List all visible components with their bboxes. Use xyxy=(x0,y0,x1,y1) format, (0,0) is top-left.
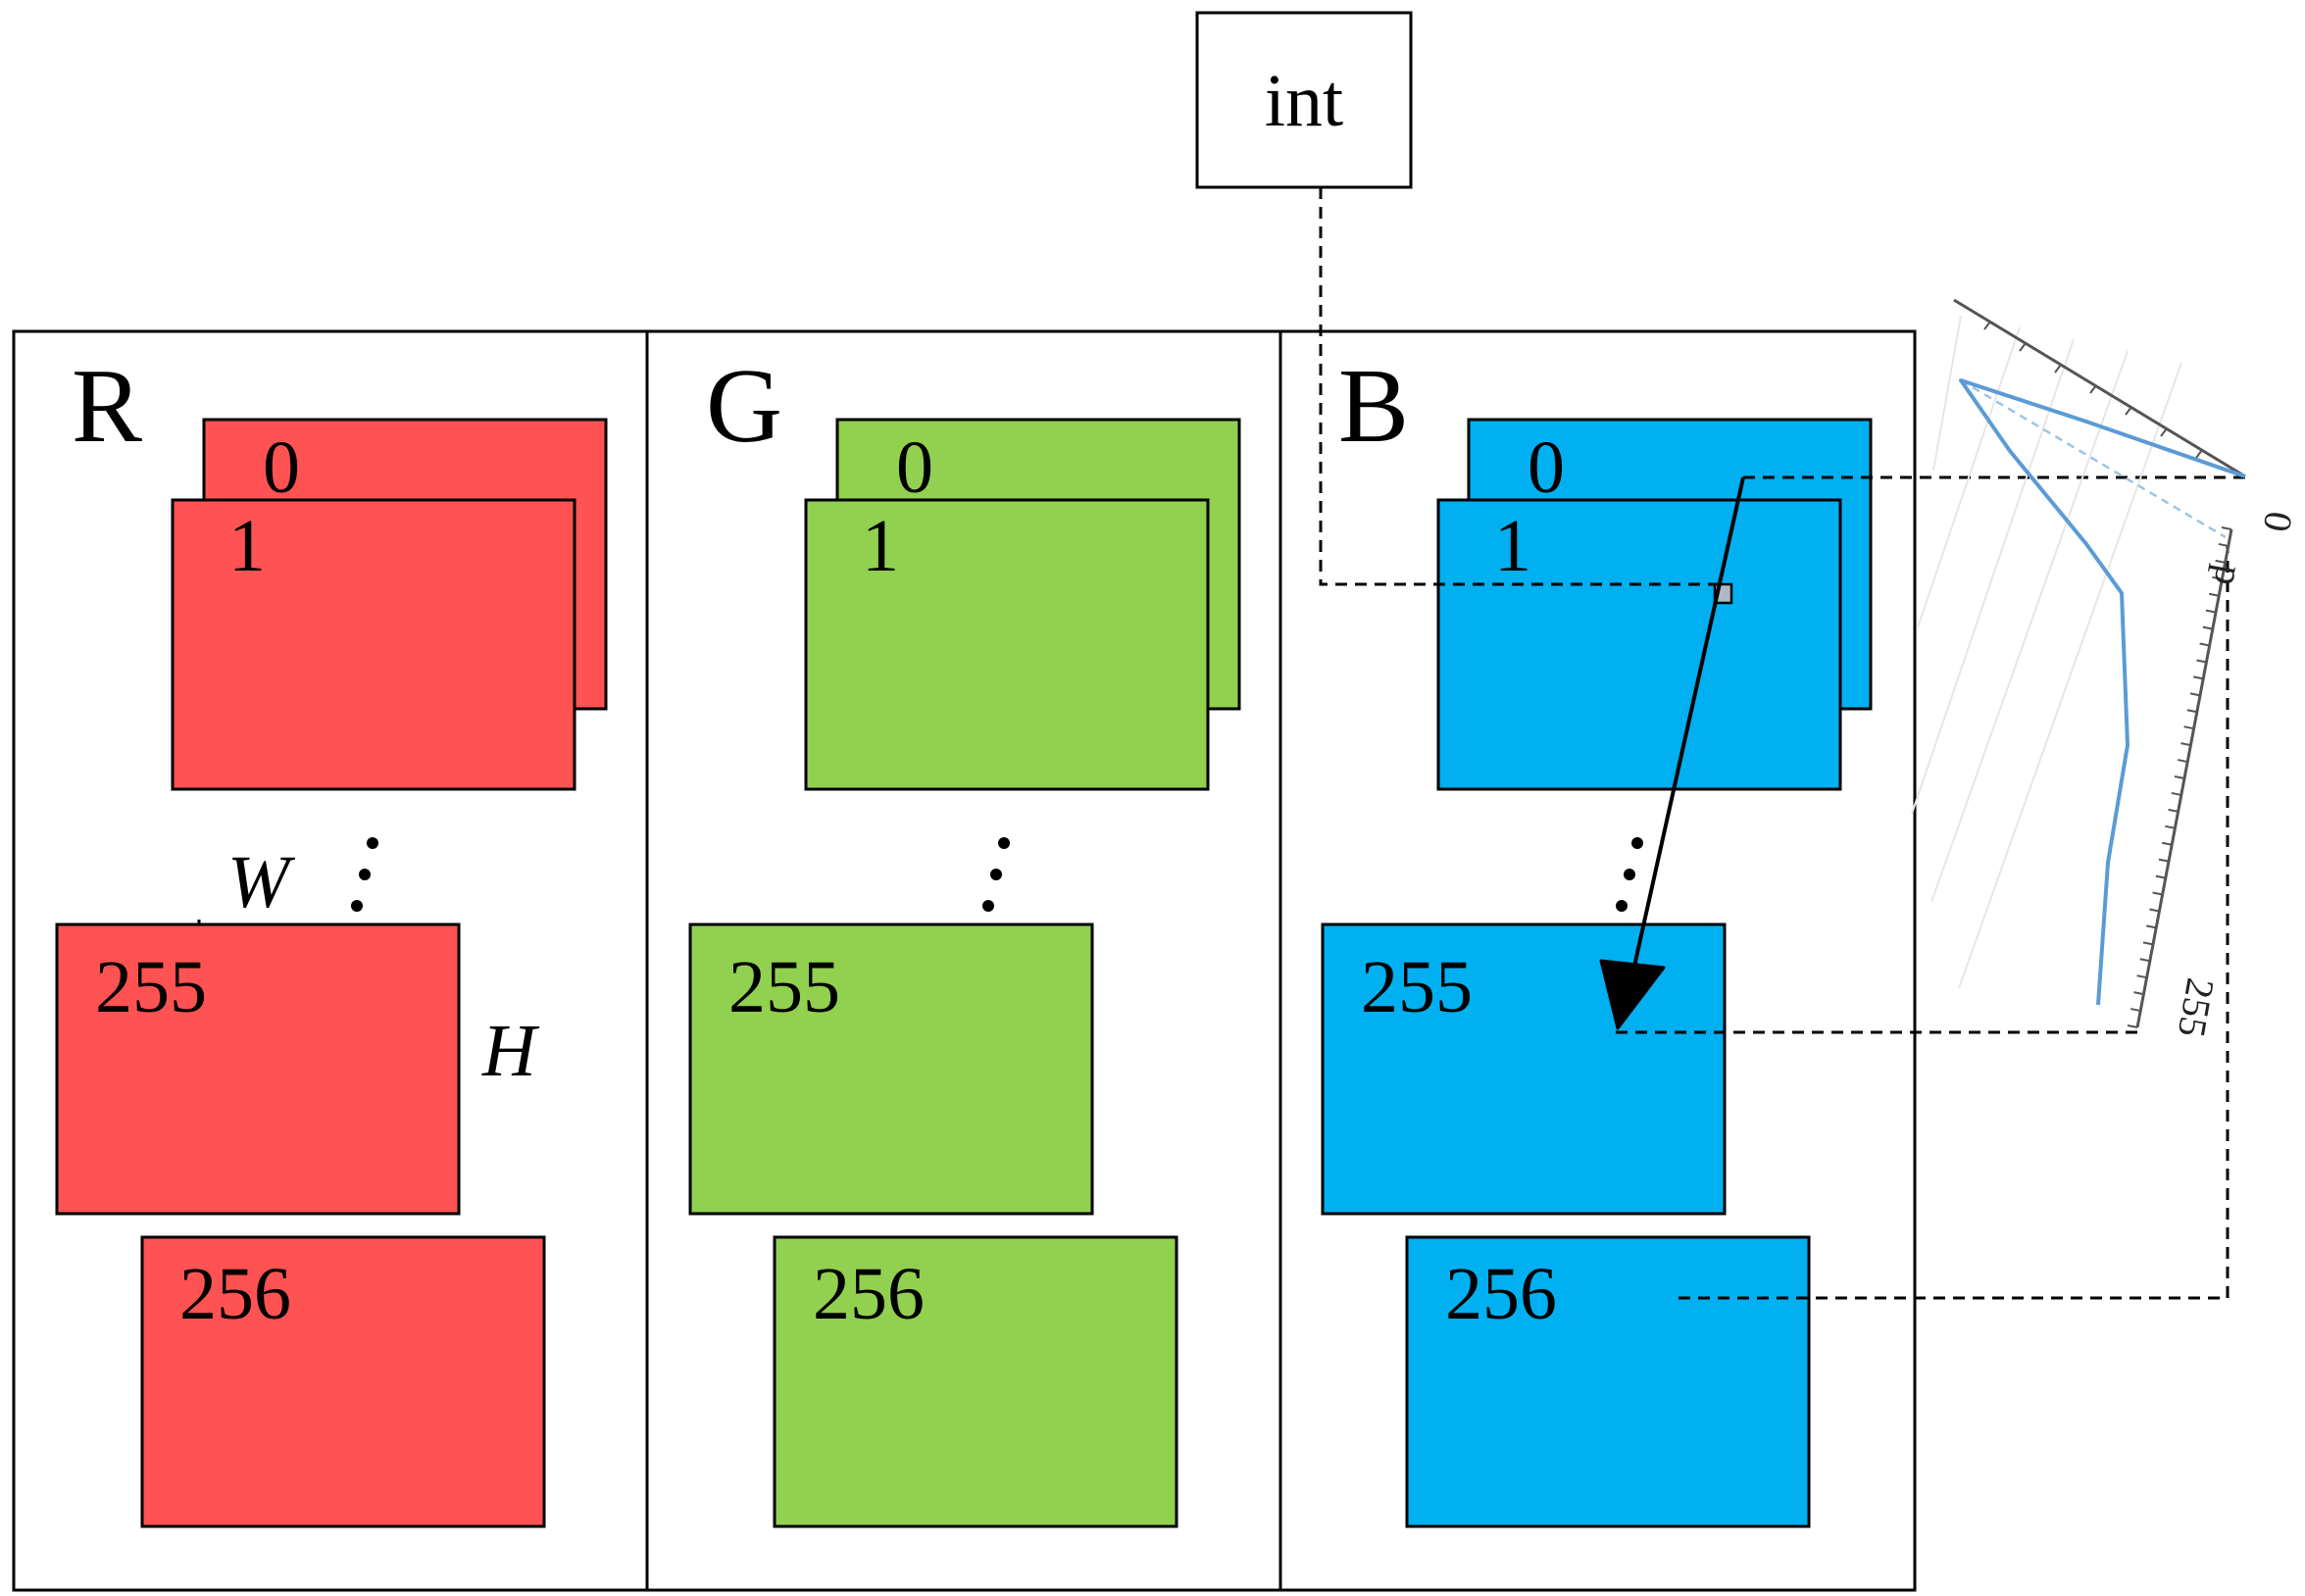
mini-plot-side-tick xyxy=(2193,675,2204,680)
layer-g-1 xyxy=(804,498,1210,791)
mini-plot-side-tick xyxy=(2171,791,2181,796)
layer-b-256 xyxy=(1405,1235,1811,1528)
layer-r-255-label: 255 xyxy=(95,946,207,1028)
mini-plot-side-tick xyxy=(2178,759,2188,764)
lookup-arrow xyxy=(1599,476,1745,1030)
layer-b-255-label: 255 xyxy=(1361,946,1473,1028)
mini-plot: 0 255 p xyxy=(1911,298,2302,1040)
mini-plot-label-p: p xyxy=(2206,562,2253,589)
connector-int-to-pixel xyxy=(1319,187,1723,586)
mini-plot-side-tick xyxy=(2130,1008,2141,1013)
layer-g-1-label: 1 xyxy=(862,505,899,587)
mini-plot-grid xyxy=(1911,315,2182,989)
mini-plot-side-tick xyxy=(2142,941,2154,946)
layer-r-256-label: 256 xyxy=(179,1253,291,1335)
layer-g-255-label: 255 xyxy=(728,946,840,1028)
layer-g-256 xyxy=(773,1235,1178,1528)
layer-g-256-label: 256 xyxy=(813,1253,925,1335)
int-label: int xyxy=(1265,60,1343,142)
channel-frame xyxy=(12,329,1917,1592)
mini-plot-side-tick xyxy=(2180,742,2191,747)
mini-plot-side-tick xyxy=(2183,725,2194,730)
mini-plot-side-tick xyxy=(2155,874,2166,879)
layer-r-0-label: 0 xyxy=(263,426,300,509)
dashed-connectors xyxy=(1319,187,2245,1300)
ellipsis-g xyxy=(982,837,1010,912)
mini-plot-label-0: 0 xyxy=(2255,508,2302,535)
channel-label-g: G xyxy=(706,348,782,465)
mini-plot-side-tick xyxy=(2127,1024,2138,1028)
width-label: W xyxy=(227,841,296,923)
mini-plot-side-tick xyxy=(2174,775,2185,779)
mini-plot-side-tick xyxy=(2186,709,2197,714)
mini-plot-side-tick xyxy=(2196,659,2207,664)
mini-plot-side-tick xyxy=(2162,841,2173,846)
mini-plot-label-255: 255 xyxy=(2170,974,2224,1040)
channel-label-r: R xyxy=(72,348,142,465)
mini-plot-side-tick xyxy=(2218,542,2229,547)
mini-plot-side-tick xyxy=(2209,592,2220,597)
layer-r-1 xyxy=(171,498,576,791)
layer-r-1-label: 1 xyxy=(228,505,266,587)
mini-plot-side-tick xyxy=(2205,609,2217,614)
mini-plot-top-ticks xyxy=(1983,321,2203,459)
panel-r: R 0 1 W 255 H 256 xyxy=(55,348,608,1528)
layer-b-1-label: 1 xyxy=(1494,505,1531,587)
channel-label-b: B xyxy=(1338,348,1409,465)
mini-plot-side-tick xyxy=(2158,858,2170,863)
mini-plot-curve xyxy=(1959,378,2246,1006)
panel-b: B 0 1 255 256 xyxy=(1321,348,1873,1528)
mini-plot-side-tick xyxy=(2199,642,2210,647)
mini-plot-side-ticks xyxy=(2127,526,2232,1028)
mini-plot-side-tick xyxy=(2133,991,2144,996)
connector-256-to-axis xyxy=(1679,545,2230,1300)
layer-g-0-label: 0 xyxy=(896,426,933,509)
panel-g: G 0 1 255 256 xyxy=(688,348,1241,1528)
mini-plot-side-tick xyxy=(2168,808,2179,813)
layer-b-0-label: 0 xyxy=(1528,426,1565,509)
mini-plot-side-tick xyxy=(2146,924,2157,929)
layer-r-255 xyxy=(55,923,461,1216)
layer-r-256 xyxy=(140,1235,546,1528)
mini-plot-side-tick xyxy=(2136,974,2147,979)
mini-plot-side-tick xyxy=(2215,559,2226,564)
layer-g-255 xyxy=(688,923,1094,1216)
ellipsis-b xyxy=(1616,837,1643,912)
mini-plot-side-tick xyxy=(2152,891,2163,896)
layer-b-256-label: 256 xyxy=(1445,1253,1557,1335)
ellipsis-r xyxy=(351,837,378,912)
mini-plot-side-tick xyxy=(2165,824,2176,829)
mini-plot-side-tick xyxy=(2202,625,2213,630)
int-box: int xyxy=(1195,11,1413,189)
mini-plot-side-tick xyxy=(2139,958,2150,963)
mini-plot-side-tick xyxy=(2221,526,2232,530)
layer-b-1 xyxy=(1436,498,1842,791)
mini-plot-side-tick xyxy=(2149,908,2160,913)
mini-plot-side-tick xyxy=(2189,692,2201,697)
height-label: H xyxy=(481,1010,540,1092)
mini-plot-reference xyxy=(1960,378,2227,539)
mini-plot-side-tick xyxy=(2212,575,2223,580)
mini-plot-top-axis xyxy=(1953,298,2246,478)
